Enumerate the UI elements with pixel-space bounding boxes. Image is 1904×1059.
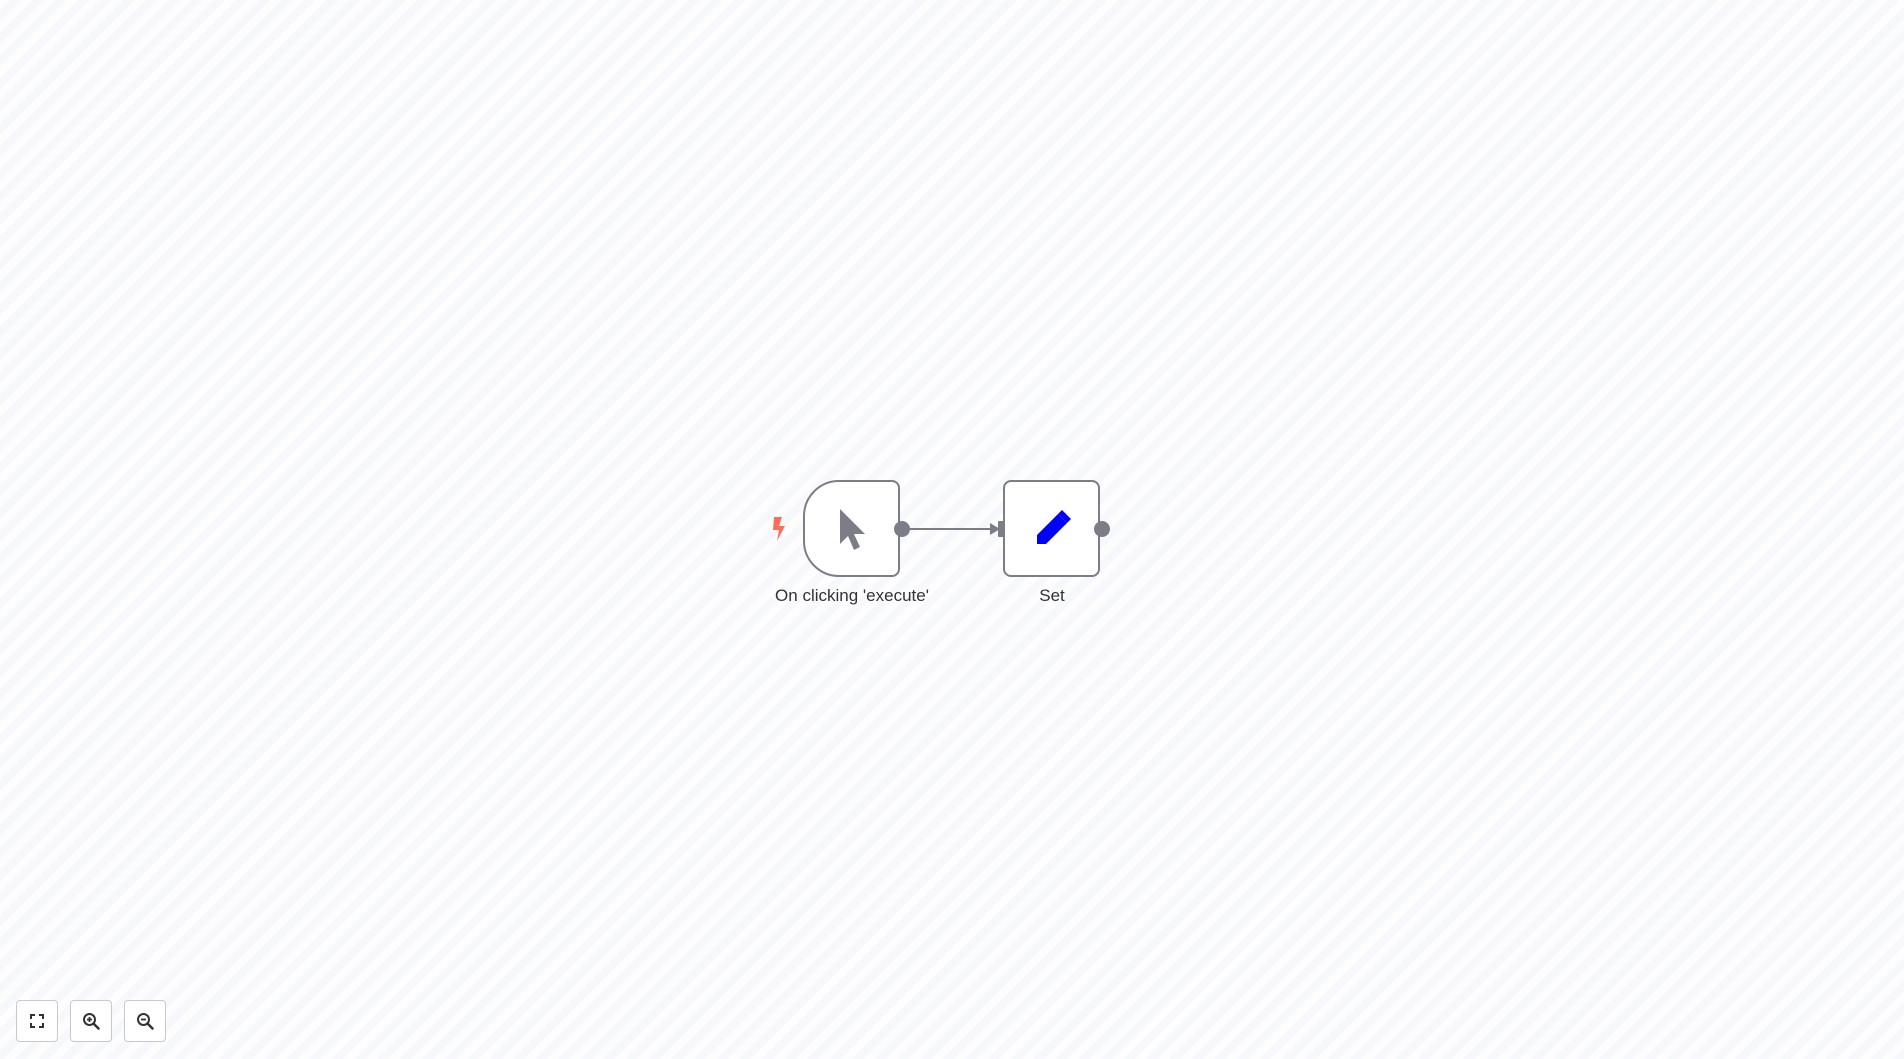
connection-arrowhead: [990, 523, 1000, 535]
zoom-in-icon: [83, 1013, 100, 1030]
node-label-trigger: On clicking 'execute': [775, 586, 929, 605]
expand-icon: [30, 1014, 44, 1028]
lightning-bolt-icon: [773, 517, 785, 541]
pencil-icon: [1036, 509, 1071, 544]
node-set[interactable]: [1003, 480, 1100, 577]
input-handle-set[interactable]: [998, 521, 1006, 537]
output-handle-trigger[interactable]: [894, 521, 910, 537]
zoom-to-fit-button[interactable]: [16, 1000, 58, 1042]
node-label-set: Set: [1039, 586, 1065, 605]
zoom-out-button[interactable]: [124, 1000, 166, 1042]
mouse-pointer-icon: [839, 508, 865, 550]
node-trigger-on-clicking-execute[interactable]: [803, 480, 900, 577]
output-handle-set[interactable]: [1094, 521, 1110, 537]
zoom-in-button[interactable]: [70, 1000, 112, 1042]
zoom-out-icon: [137, 1013, 154, 1030]
